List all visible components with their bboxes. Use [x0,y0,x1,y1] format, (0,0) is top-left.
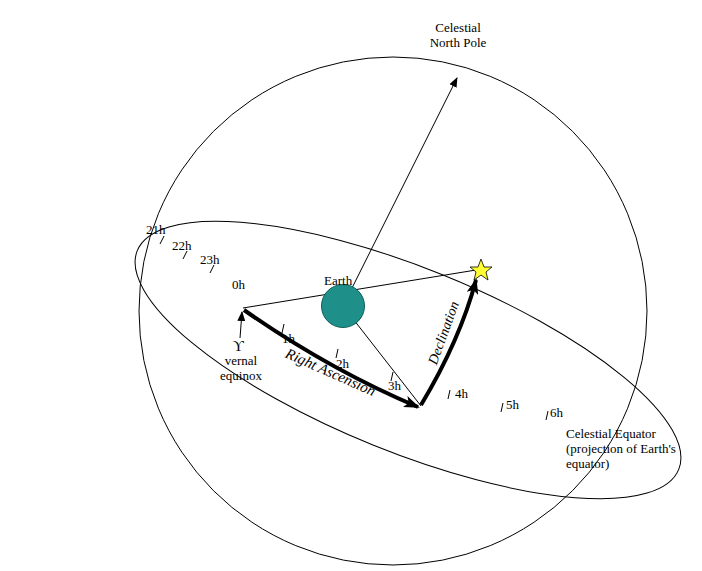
equator-label: Celestial Equator (projection of Earth's… [566,426,678,471]
hour-label: 22h [172,238,192,253]
celestial-equator [103,165,702,554]
declination-arrow [421,280,476,405]
hour-label: 5h [506,397,519,412]
hour-label: 0h [232,277,245,292]
hour-label: 3h [388,378,401,393]
hour-label: 1h [282,331,295,346]
equinox-pointer [240,312,242,338]
equinox-symbol: ϒ [233,338,244,355]
hour-label: 6h [550,405,563,420]
equinox-label: vernal equinox [211,353,271,383]
star [470,259,492,280]
pole-label: Celestial North Pole [427,20,489,50]
ra-label: Right Ascension [282,345,377,400]
hour-label: 21h [146,222,166,237]
hour-label: 4h [455,386,468,401]
earth-circle: Earth [321,284,365,328]
earth-label: Earth [324,273,352,288]
pole-axis [343,78,457,306]
hour-label: 23h [200,252,220,267]
sphere-outline [139,57,647,565]
hour-ticks [160,236,548,420]
